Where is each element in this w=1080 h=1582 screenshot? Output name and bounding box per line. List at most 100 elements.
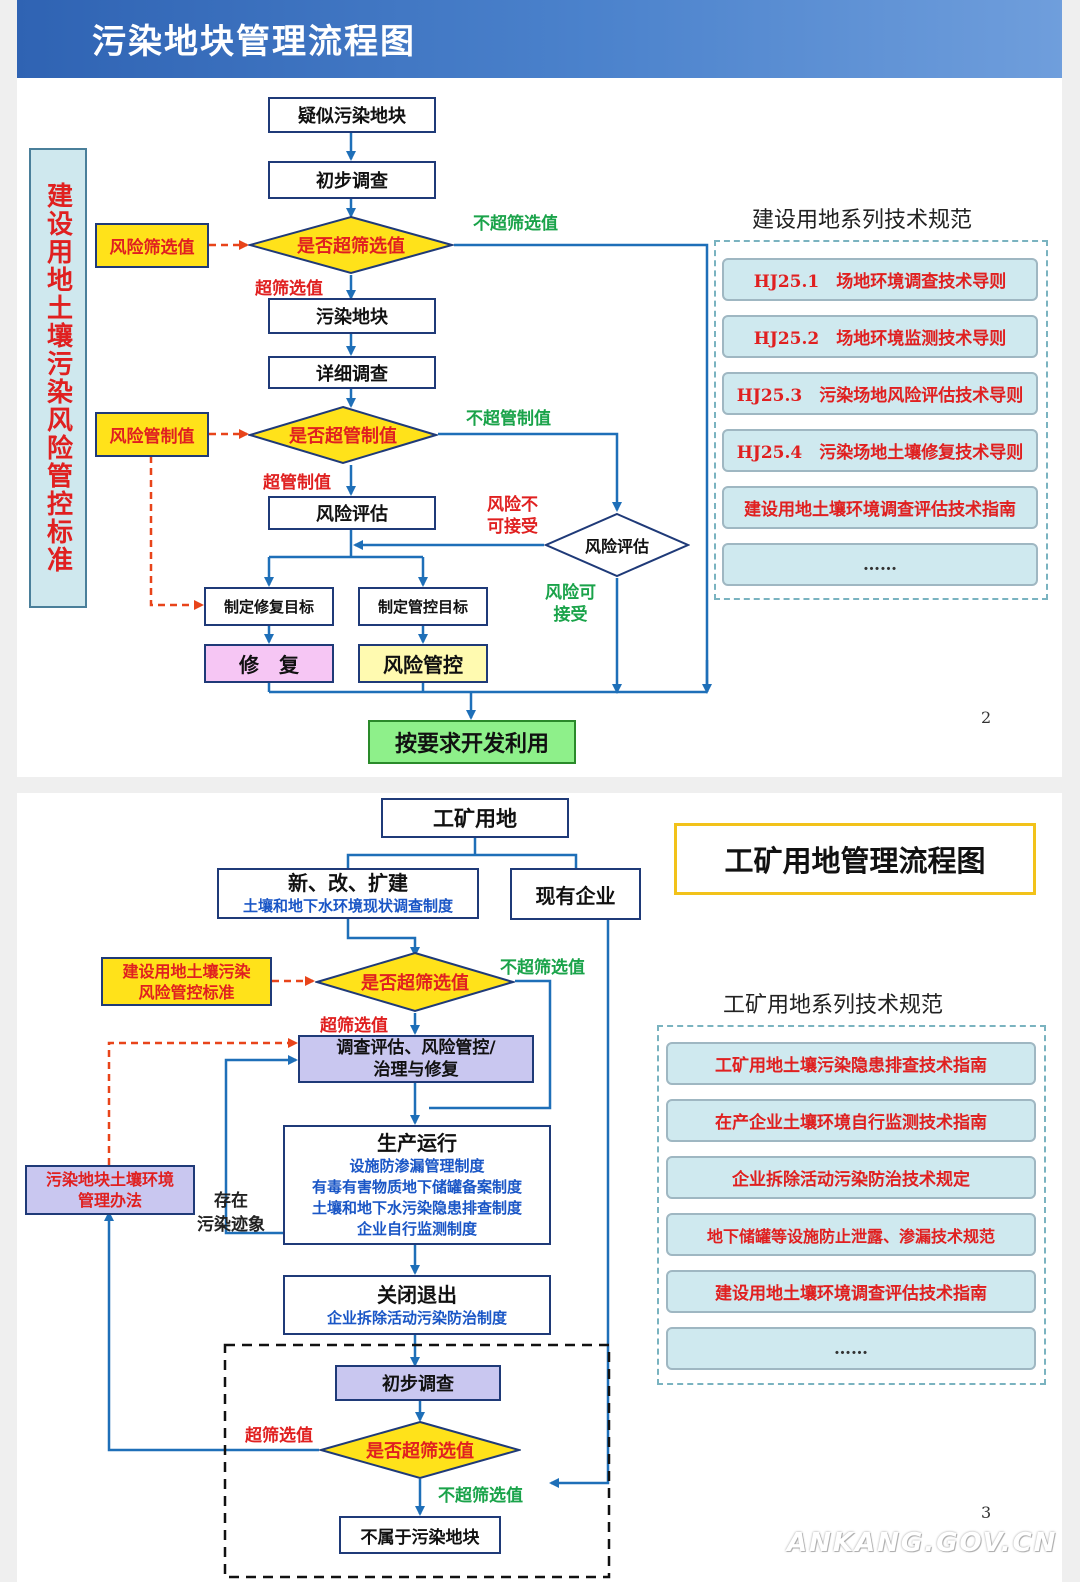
decision-exceed-control-label: 是否超管制值 (248, 405, 438, 465)
node-risk-control-text: 风险管控 (383, 653, 463, 677)
decision-exceed-screen (248, 215, 454, 275)
standard-item-ellipsis: …… (666, 1327, 1036, 1370)
label-not-exceed-control: 不超管制值 (466, 409, 551, 429)
page-number-2: 3 (981, 1503, 992, 1522)
label-exceed-control: 超管制值 (263, 473, 331, 493)
node-production-sub: 设施防渗漏管理制度 (349, 1157, 485, 1175)
node-set-remediation-goal: 制定修复目标 (204, 587, 334, 626)
standards-title: 建设用地系列技术规范 (752, 208, 973, 233)
label-not-exceed-screen-2a: 不超筛选值 (500, 958, 585, 978)
node-develop: 按要求开发利用 (368, 720, 576, 764)
standards-group (714, 240, 1048, 600)
node-not-contaminated: 不属于污染地块 (339, 1516, 501, 1554)
node-detailed-survey-text: 详细调查 (316, 363, 388, 385)
standard-item: HJ25.1 场地环境调查技术导则 (722, 258, 1038, 301)
node-contaminated-land-text: 污染地块 (316, 307, 388, 328)
decision-exceed-screen-2b-label: 是否超筛选值 (319, 1420, 521, 1480)
standard-item: HJ25.2 场地环境监测技术导则 (722, 315, 1038, 358)
slide2-title-box: 工矿用地管理流程图 (674, 823, 1036, 895)
label-risk-acceptable: 风险可 接受 (545, 583, 596, 625)
input-regulation-text: 污染地块土壤环境 管理办法 (45, 1170, 174, 1210)
input-risk-screen-value: 风险筛选值 (95, 223, 209, 268)
node-production-sub: 有毒有害物质地下储罐备案制度 (311, 1178, 522, 1196)
input-risk-standard-text: 建设用地土壤污染 风险管控标准 (122, 961, 251, 1002)
decision-risk-eval (544, 512, 690, 578)
node-set-control-goal: 制定管控目标 (358, 587, 488, 626)
standard-item: 企业拆除活动污染防治技术规定 (666, 1156, 1036, 1199)
slide-industrial-land: 工矿用地 新、改、扩建 土壤和地下水环境现状调查制度 现有企业 是否超筛选值 调… (17, 793, 1062, 1582)
standard-item: 建设用地土壤环境调查评估技术指南 (722, 486, 1038, 529)
decision-exceed-screen-label: 是否超筛选值 (248, 215, 454, 275)
page-number: 2 (981, 708, 992, 727)
node-new-expand-text: 新、改、扩建 (288, 871, 408, 895)
node-existing-enterprise: 现有企业 (510, 868, 641, 920)
node-develop-text: 按要求开发利用 (394, 731, 549, 757)
input-risk-control-value-text: 风险管制值 (109, 427, 195, 447)
decision-risk-eval-text: 风险评估 (584, 537, 649, 556)
decision-exceed-screen-2b (319, 1420, 521, 1480)
side-standard-label: 建设用地土壤污染风险管控标准 (29, 148, 87, 608)
slide-title: 污染地块管理流程图 (92, 22, 416, 62)
node-survey-control: 调查评估、风险管控/ 治理与修复 (298, 1035, 534, 1083)
slide-banner: 污染地块管理流程图 (17, 0, 1062, 78)
node-closure: 关闭退出 企业拆除活动污染防治制度 (283, 1275, 551, 1335)
label-exceed-screen: 超筛选值 (255, 279, 323, 299)
label-exceed-screen-2b: 超筛选值 (245, 1426, 313, 1446)
node-survey-control-text: 调查评估、风险管控/ 治理与修复 (336, 1038, 496, 1080)
label-exceed-screen-2a: 超筛选值 (320, 1016, 388, 1036)
node-new-expand-sub: 土壤和地下水环境现状调查制度 (242, 897, 453, 915)
node-new-expand: 新、改、扩建 土壤和地下水环境现状调查制度 (217, 868, 479, 919)
node-production-text: 生产运行 (377, 1131, 457, 1155)
slide-contaminated-land: 污染地块管理流程图 (17, 0, 1062, 777)
label-risk-unacceptable: 风险不 可接受 (487, 495, 538, 537)
node-closure-text: 关闭退出 (377, 1282, 457, 1307)
input-risk-screen-value-text: 风险筛选值 (109, 238, 195, 258)
node-industrial-land: 工矿用地 (381, 798, 569, 838)
standard-item: 在产企业土壤环境自行监测技术指南 (666, 1099, 1036, 1142)
standard-item: 工矿用地土壤污染隐患排查技术指南 (666, 1042, 1036, 1085)
decision-exceed-screen-2a-label: 是否超筛选值 (315, 951, 515, 1013)
input-risk-standard: 建设用地土壤污染 风险管控标准 (101, 957, 272, 1006)
node-initial-survey: 初步调查 (268, 161, 436, 199)
decision-exceed-screen-2b-text: 是否超筛选值 (366, 1441, 474, 1462)
input-risk-control-value: 风险管制值 (95, 412, 209, 457)
node-risk-assessment-text: 风险评估 (316, 504, 388, 525)
node-production-sub: 企业自行监测制度 (356, 1220, 477, 1238)
node-closure-sub: 企业拆除活动污染防治制度 (326, 1308, 507, 1327)
label-not-exceed-screen: 不超筛选值 (473, 214, 558, 234)
label-not-exceed-screen-2b: 不超筛选值 (438, 1486, 523, 1506)
node-industrial-land-text: 工矿用地 (433, 806, 517, 831)
standard-item: HJ25.4 污染场地土壤修复技术导则 (722, 429, 1038, 472)
node-set-control-goal-text: 制定管控目标 (377, 598, 468, 616)
input-regulation: 污染地块土壤环境 管理办法 (25, 1165, 195, 1215)
node-detailed-survey: 详细调查 (268, 356, 436, 389)
node-existing-enterprise-text: 现有企业 (535, 883, 616, 908)
standards-group-2 (657, 1025, 1046, 1385)
decision-exceed-screen-text: 是否超筛选值 (297, 236, 405, 257)
node-suspected-land-text: 疑似污染地块 (298, 106, 406, 127)
node-suspected-land: 疑似污染地块 (268, 97, 436, 133)
node-not-contaminated-text: 不属于污染地块 (360, 1527, 480, 1548)
side-standard-text: 建设用地土壤污染风险管控标准 (42, 182, 73, 574)
standard-item: 地下储罐等设施防止泄露、渗漏技术规范 (666, 1213, 1036, 1256)
node-initial-survey-text: 初步调查 (316, 171, 388, 192)
standard-item-ellipsis: …… (722, 543, 1038, 586)
node-set-remediation-goal-text: 制定修复目标 (223, 598, 314, 616)
standards-title-2: 工矿用地系列技术规范 (723, 993, 944, 1018)
node-risk-control: 风险管控 (358, 644, 488, 683)
slide2-title: 工矿用地管理流程图 (724, 844, 986, 878)
node-initial-survey-2-text: 初步调查 (382, 1374, 454, 1395)
decision-exceed-control-text: 是否超管制值 (289, 426, 397, 447)
standard-item: 建设用地土壤环境调查评估技术指南 (666, 1270, 1036, 1313)
node-contaminated-land: 污染地块 (268, 298, 436, 334)
node-initial-survey-2: 初步调查 (335, 1365, 501, 1401)
watermark: ANKANG.GOV.CN (787, 1528, 1058, 1558)
standard-item: HJ25.3 污染场地风险评估技术导则 (722, 372, 1038, 415)
decision-risk-eval-label: 风险评估 (544, 512, 690, 578)
decision-exceed-screen-2a-text: 是否超筛选值 (361, 973, 469, 994)
node-remediation-text: 修 复 (239, 653, 299, 677)
node-production: 生产运行 设施防渗漏管理制度 有毒有害物质地下储罐备案制度 土壤和地下水污染隐患… (283, 1125, 551, 1245)
decision-exceed-screen-2a (315, 951, 515, 1013)
node-production-sub: 土壤和地下水污染隐患排查制度 (311, 1199, 522, 1217)
decision-exceed-control (248, 405, 438, 465)
